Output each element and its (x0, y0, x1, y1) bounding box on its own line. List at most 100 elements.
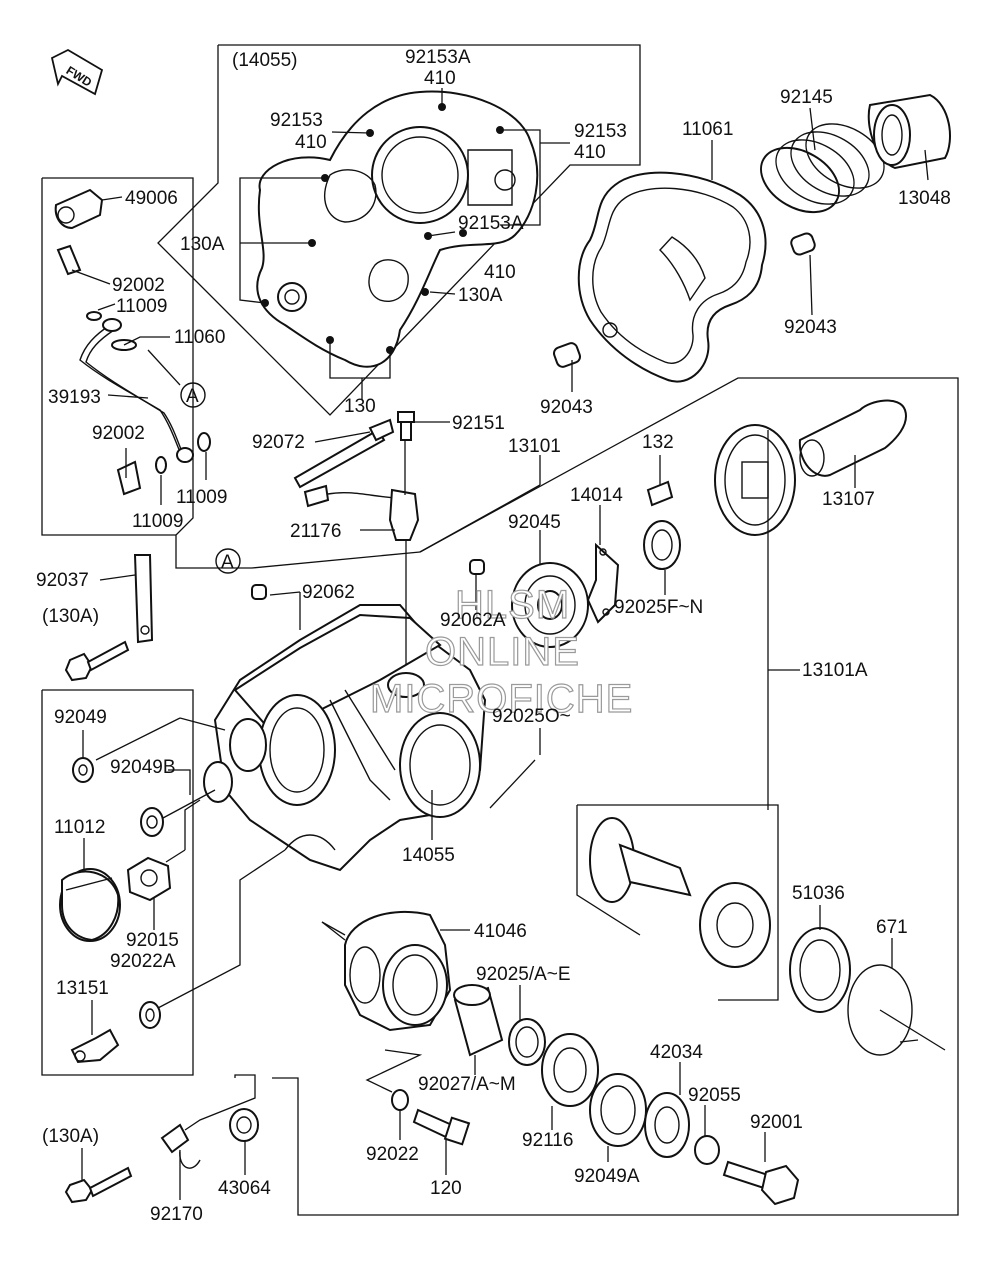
label-11012: 11012 (54, 817, 105, 838)
label-11009-right: 11009 (176, 487, 227, 508)
seal-51036-part (789, 927, 851, 1013)
watermark-line-3: MICROFICHE (370, 677, 633, 721)
label-92043-right: 92043 (784, 317, 837, 338)
label-92045: 92045 (508, 512, 561, 533)
fwd-arrow-icon: FWD (50, 48, 104, 96)
label-39193: 39193 (48, 387, 101, 408)
housing-41046-part (344, 910, 452, 1032)
label-13101: 13101 (508, 436, 561, 457)
dowel-92043-right-part (790, 232, 816, 256)
bolt-92151-part (397, 411, 415, 441)
watermark-line-1: HLSM (455, 583, 570, 627)
speed-sensor-part (303, 484, 420, 541)
gasket-part (577, 171, 767, 383)
part-labels: (14055) 92153A 410 92153 410 92153 410 9… (36, 47, 951, 1225)
watermark: HLSM ONLINE MICROFICHE (369, 582, 633, 721)
label-92015: 92015 (126, 930, 179, 951)
bearing-92116-part (541, 1033, 599, 1107)
dowel-92043-left-part (552, 342, 582, 368)
watermark-line-2: ONLINE (425, 630, 580, 674)
sleeve-92027-part (453, 984, 504, 1057)
label-92043-left: 92043 (540, 397, 593, 418)
label-11009-top: 11009 (116, 296, 167, 317)
label-13107: 13107 (822, 489, 875, 510)
sensor-13151-part (70, 1028, 120, 1064)
seal-92049A-part (589, 1073, 647, 1147)
label-21176: 21176 (290, 521, 341, 542)
bearing-92045-part (511, 562, 589, 648)
spring-part (760, 123, 885, 214)
label-410-left: 410 (295, 132, 327, 153)
label-92062A: 92062A (440, 610, 506, 631)
upper-cover-part (256, 90, 539, 368)
shim-92025FN-part (643, 520, 681, 570)
label-92072: 92072 (252, 432, 305, 453)
label-92049A: 92049A (574, 1166, 640, 1187)
clamp-92170-part (160, 1123, 201, 1169)
label-671: 671 (876, 917, 908, 938)
label-92153A-lower: 92153A (458, 213, 524, 234)
label-51036: 51036 (792, 883, 845, 904)
label-92002-bottom: 92002 (92, 423, 145, 444)
label-14055: 14055 (402, 845, 455, 866)
oring-92055-part (694, 1135, 720, 1165)
shim-92025AE-part (508, 1018, 546, 1066)
bracket-92037-part (133, 554, 154, 644)
label-410-lower: 410 (484, 262, 516, 283)
label-92025FN: 92025F~N (614, 597, 703, 618)
plate-14014-part (586, 542, 620, 624)
label-13151: 13151 (56, 978, 109, 999)
grommet-43064-part (229, 1108, 259, 1142)
coupling-42034-part (644, 1092, 690, 1158)
label-11009-bottom: 11009 (132, 511, 183, 532)
label-410-right: 410 (574, 142, 606, 163)
callout-a-upper-label: A (186, 386, 199, 407)
bolt-130A-top-part (64, 640, 130, 682)
nut-92015-part (126, 856, 172, 902)
label-92145: 92145 (780, 87, 833, 108)
dowel-92062A-part (469, 559, 485, 575)
label-92025O: 92025O~ (492, 706, 571, 727)
label-92151: 92151 (452, 413, 505, 434)
shaft-13107-part (798, 399, 907, 477)
label-92027: 92027/A~M (418, 1074, 516, 1095)
dowel-92062-part (251, 584, 267, 600)
label-92153-right: 92153 (574, 121, 627, 142)
bearing-13048-part (867, 93, 951, 170)
washer-92049-part (72, 757, 94, 783)
label-92001: 92001 (750, 1112, 803, 1133)
ring-gear-part (714, 424, 796, 536)
label-120: 120 (430, 1178, 462, 1199)
label-92153A-top: 92153A (405, 47, 471, 68)
bolt-92001-part (722, 1160, 800, 1206)
breather-hose-part (54, 188, 211, 496)
washer-92022A-part (139, 1001, 161, 1029)
label-92062: 92062 (302, 582, 355, 603)
label-92025AE: 92025/A~E (476, 964, 571, 985)
label-130A-left: 130A (180, 234, 225, 255)
callout-a-marker-upper: A (180, 382, 206, 408)
label-92022A: 92022A (110, 951, 176, 972)
callout-a-marker-lower: A (215, 548, 241, 574)
leader-lines (71, 88, 946, 1200)
label-92049B: 92049B (110, 757, 176, 778)
label-130A-right: 130A (458, 285, 503, 306)
pinion-gear-part (589, 817, 771, 968)
label-92055: 92055 (688, 1085, 741, 1106)
washer-92022-part (391, 1089, 409, 1111)
label-14055-group: (14055) (232, 50, 298, 71)
label-11061: 11061 (682, 119, 733, 140)
label-42034: 42034 (650, 1042, 703, 1063)
label-92153-left: 92153 (270, 110, 323, 131)
label-13048: 13048 (898, 188, 951, 209)
main-case-part (203, 604, 487, 872)
label-92002-top: 92002 (112, 275, 165, 296)
label-92116: 92116 (522, 1130, 573, 1151)
bolt-132-part (646, 480, 674, 507)
label-92022: 92022 (366, 1144, 419, 1165)
label-92170: 92170 (150, 1204, 203, 1225)
cap-11012-part (59, 868, 121, 942)
label-49006: 49006 (125, 188, 178, 209)
label-41046: 41046 (474, 921, 527, 942)
